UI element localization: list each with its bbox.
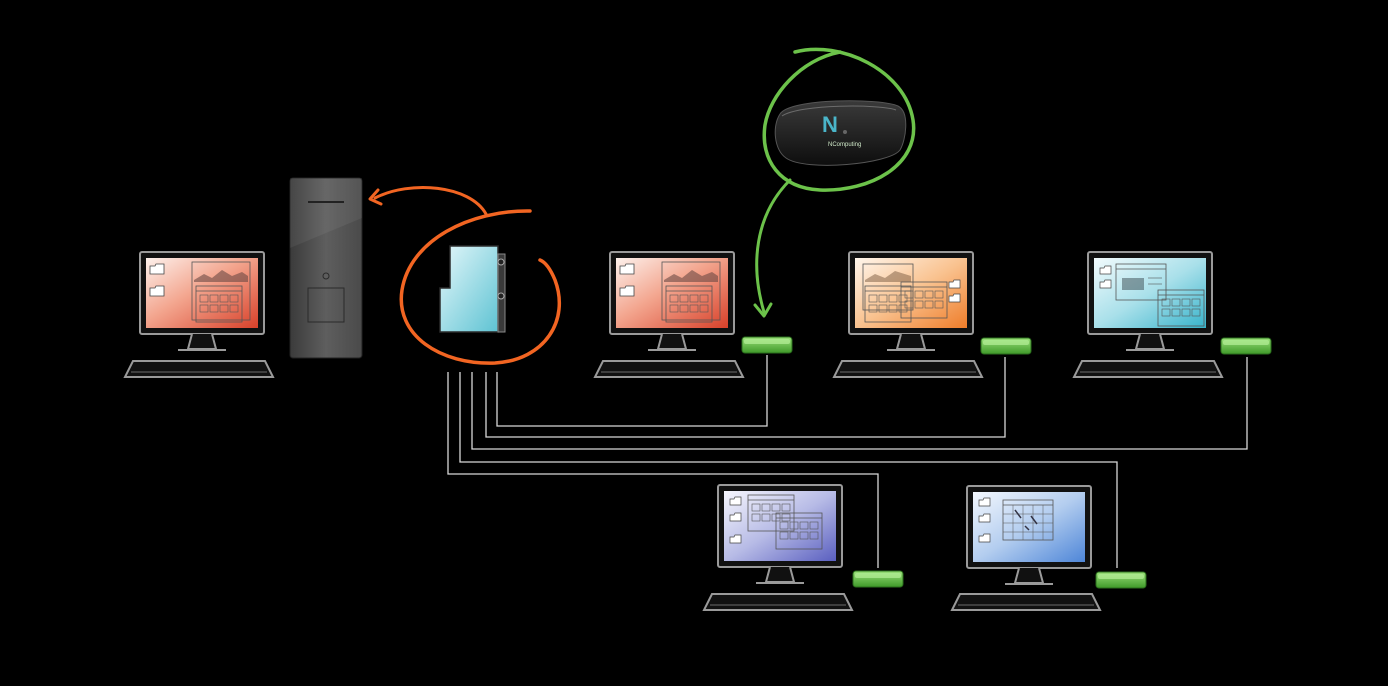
cable-station-2 [485, 357, 1006, 438]
station-1-monitor [609, 251, 735, 351]
access-device-icon [1095, 571, 1147, 589]
network-cables [447, 355, 1248, 568]
access-device-icon [852, 570, 904, 588]
host-keyboard [124, 360, 274, 378]
station-3-monitor [1087, 251, 1213, 351]
host-monitor [139, 251, 265, 351]
station-2-keyboard [833, 360, 983, 378]
station-4-keyboard [703, 593, 853, 611]
station-1-keyboard [594, 360, 744, 378]
station-2-monitor [848, 251, 974, 351]
cable-station-4 [459, 372, 1118, 568]
station-3-keyboard [1073, 360, 1223, 378]
tower-pc-icon [289, 177, 363, 359]
access-device-icon [1220, 337, 1272, 355]
cable-station-1 [496, 355, 768, 427]
network-card-highlight [368, 186, 561, 365]
station-5-keyboard [951, 593, 1101, 611]
access-device-icon [980, 337, 1032, 355]
access-device-icon [741, 336, 793, 354]
network-card-icon [439, 245, 506, 333]
station-4-monitor [717, 484, 843, 584]
access-device-highlight [753, 47, 916, 318]
cable-station-3 [471, 357, 1248, 450]
ncomputing-brand-text: NComputing [828, 142, 861, 148]
cable-station-5 [447, 372, 879, 568]
ncomputing-device: N NComputing [774, 100, 907, 166]
ncomputing-logo-icon: N [822, 112, 838, 137]
station-5-monitor [966, 485, 1092, 585]
